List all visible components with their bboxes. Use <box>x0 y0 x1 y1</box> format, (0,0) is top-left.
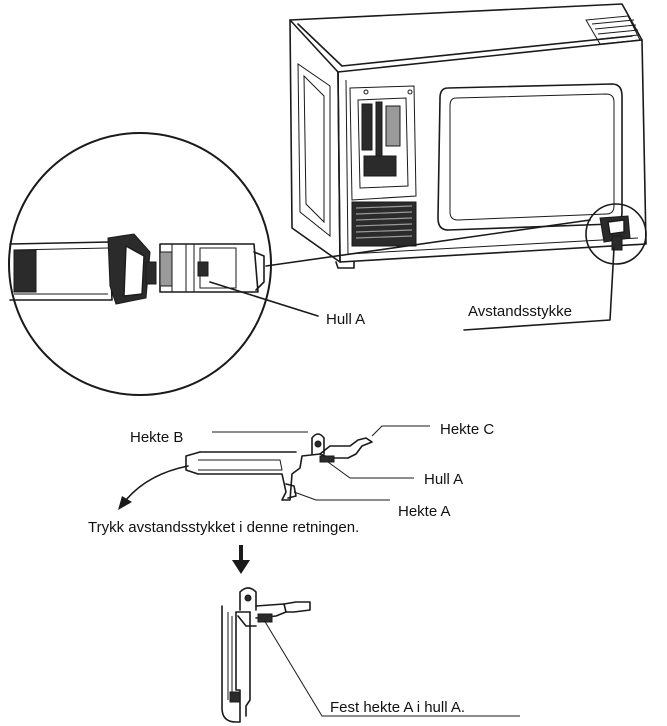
label-hook-b: Hekte B <box>130 429 183 446</box>
instruction-fasten: Fest hekte A i hull A. <box>330 699 465 716</box>
hull-a-top-leader <box>209 281 319 317</box>
spacer-side-view <box>185 433 373 501</box>
label-hull-a-top: Hull A <box>326 311 365 328</box>
label-spacer: Avstandsstykke <box>468 303 572 320</box>
label-hull-a-mid: Hull A <box>424 471 463 488</box>
magnified-detail <box>8 132 272 396</box>
spacer-part <box>599 215 631 251</box>
detail-leader-line <box>265 219 591 267</box>
hull-a-mid-leader <box>327 461 414 479</box>
down-arrow <box>232 545 250 574</box>
spacer-rotated-view <box>221 587 311 723</box>
push-direction-arrow <box>118 465 189 510</box>
microwave-illustration <box>289 3 647 269</box>
top-vent <box>585 15 641 45</box>
hole-a-detail <box>197 261 209 277</box>
rear-electronics <box>349 85 417 247</box>
label-hook-a: Hekte A <box>398 503 451 520</box>
fasten-leader <box>263 619 520 717</box>
hook-a-leader <box>293 491 390 501</box>
spacer-leader <box>463 247 615 331</box>
label-hook-c: Hekte C <box>440 421 494 438</box>
hook-c-leader <box>371 425 430 437</box>
instruction-push: Trykk avstandsstykket i denne retningen. <box>88 519 359 536</box>
